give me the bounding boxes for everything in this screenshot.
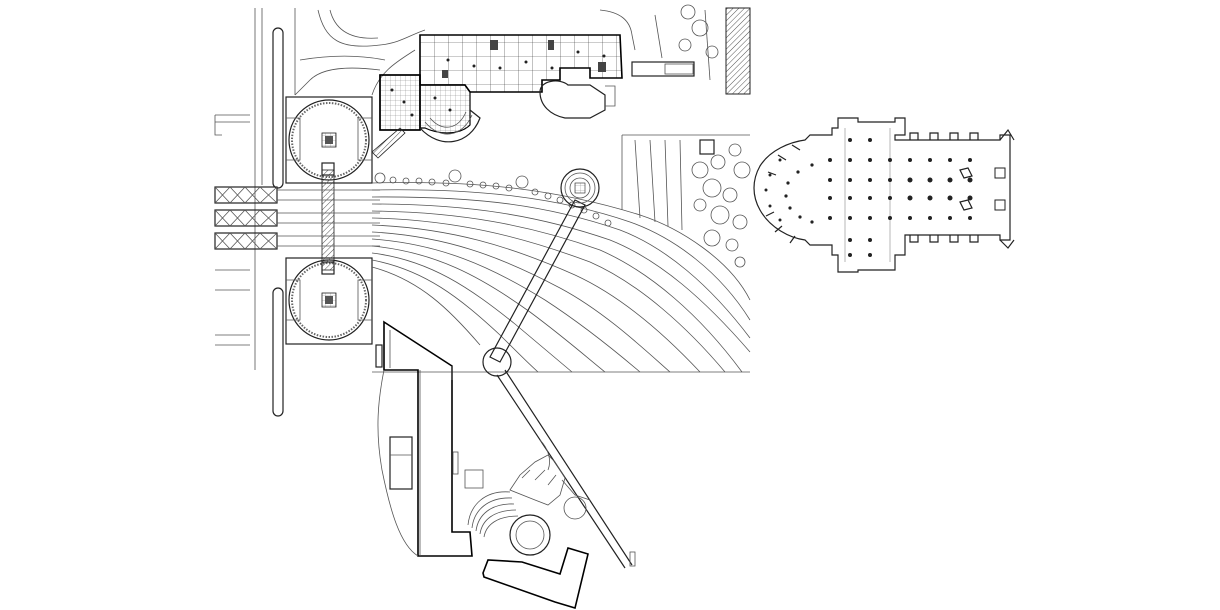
left-median-top <box>272 27 284 189</box>
cathedral-outline <box>753 117 1011 273</box>
rail-truss <box>214 186 278 250</box>
hatched-building <box>725 7 751 95</box>
left-median-bottom <box>272 287 284 417</box>
tree-cluster <box>691 143 751 268</box>
upper-streets <box>294 4 719 96</box>
upper-building-complex <box>371 34 695 159</box>
building-columns <box>390 50 606 117</box>
cathedral-buttresses <box>765 128 1015 249</box>
rail-tracks <box>214 169 751 373</box>
lower-pavilion <box>285 257 373 345</box>
amphitheatre <box>467 439 591 610</box>
cathedral-plan <box>753 117 1015 273</box>
diagonal-bridge <box>482 168 636 569</box>
cathedral-piers <box>764 138 973 257</box>
upper-right-area <box>621 134 751 268</box>
lower-linear-building <box>375 320 484 557</box>
tree-row <box>374 169 612 227</box>
left-road <box>214 8 296 417</box>
pavilion-bridge <box>321 162 335 275</box>
tower-outer <box>560 168 600 208</box>
